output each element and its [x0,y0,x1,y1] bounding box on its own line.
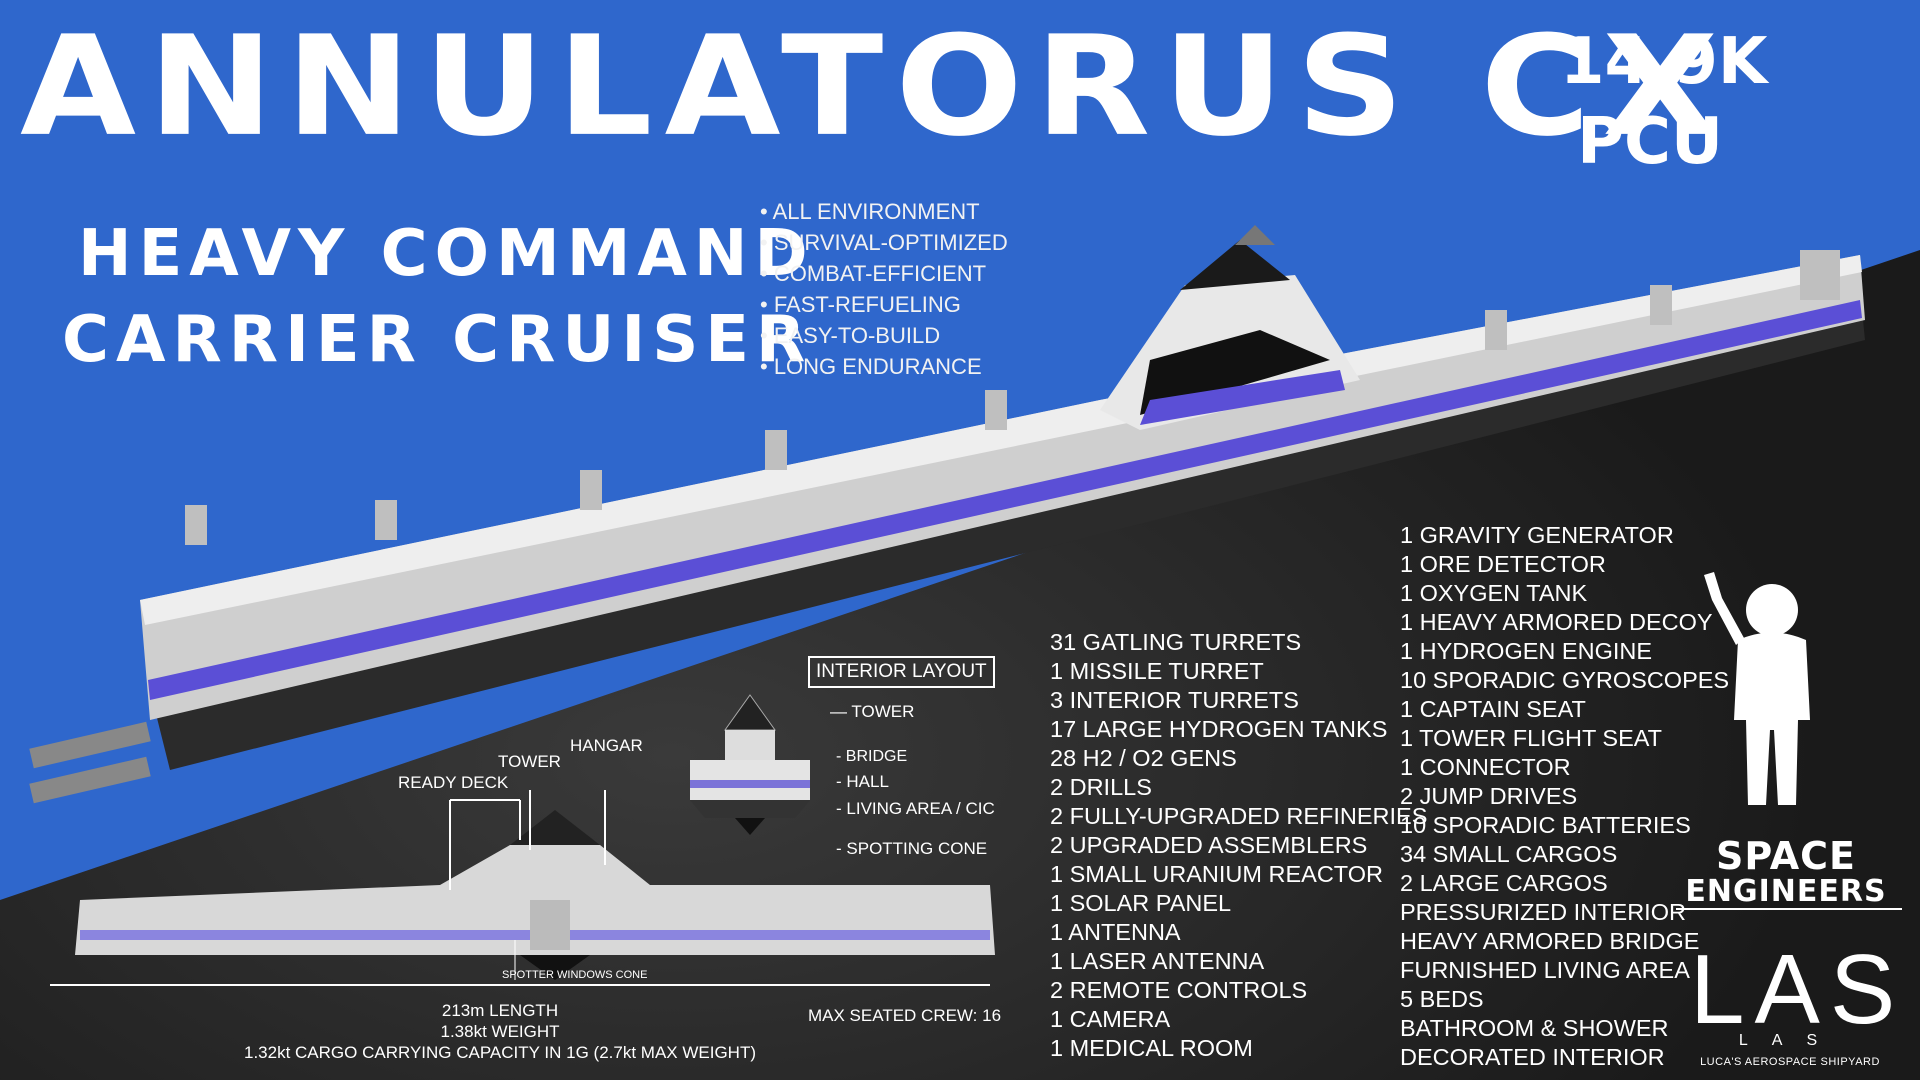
turret-group [185,250,1840,545]
astronaut-silhouette-icon [1704,572,1810,805]
subtitle-line1: HEAVY COMMAND [78,217,815,291]
feature-list: • ALL ENVIRONMENT • SURVIVAL-OPTIMIZED •… [760,196,1008,382]
component-item: 31 GATLING TURRETS [1050,629,1302,655]
label-spotting-cone: - SPOTTING CONE [836,839,988,858]
command-tower [1100,225,1360,430]
label-hall: - HALL [836,772,889,791]
component-item: 5 BEDS [1400,986,1484,1012]
label-living-area: - LIVING AREA / CIC [836,799,995,818]
subtitle-line2: CARRIER CRUISER [62,303,813,377]
side-view-diagram [50,790,995,986]
feature-item: • COMBAT-EFFICIENT [760,261,987,286]
component-item: 2 FULLY-UPGRADED REFINERIES [1050,803,1428,829]
component-item: HEAVY ARMORED BRIDGE [1400,928,1700,954]
component-item: 1 MISSILE TURRET [1050,658,1264,684]
component-item: 17 LARGE HYDROGEN TANKS [1050,716,1388,742]
label-tower-side: TOWER [498,752,561,771]
component-item: 1 ORE DETECTOR [1400,551,1606,577]
logo-divider [1676,908,1902,910]
stat-cargo: 1.32kt CARGO CARRYING CAPACITY IN 1G (2.… [244,1043,756,1062]
main-hull [29,255,1865,804]
component-item: 1 MEDICAL ROOM [1050,1035,1253,1061]
component-item: 2 JUMP DRIVES [1400,783,1578,809]
component-item: 1 CAPTAIN SEAT [1400,696,1586,722]
label-tower-interior: — TOWER [830,702,915,721]
component-item: 2 UPGRADED ASSEMBLERS [1050,832,1368,858]
feature-item: • LONG ENDURANCE [760,354,982,379]
feature-item: • SURVIVAL-OPTIMIZED [760,230,1008,255]
component-item: 1 CAMERA [1050,1006,1171,1032]
component-item: 34 SMALL CARGOS [1400,841,1618,867]
feature-item: • ALL ENVIRONMENT [760,199,980,224]
interior-layout-title: INTERIOR LAYOUT [808,656,995,688]
pcu-unit: PCU [1577,105,1723,179]
stat-length: 213m LENGTH [441,1001,559,1020]
main-title: ANNULATORUS CX [20,6,1731,168]
component-item: BATHROOM & SHOWER [1400,1015,1669,1041]
feature-item: • FAST-REFUELING [760,292,961,317]
feature-item: • EASY-TO-BUILD [760,323,941,348]
label-spotter-windows: SPOTTER WINDOWS CONE [502,969,648,981]
components-list-right: 1 GRAVITY GENERATOR 1 ORE DETECTOR 1 OXYGE… [1400,521,1729,1072]
component-item: 1 TOWER FLIGHT SEAT [1400,725,1663,751]
interior-diagram [690,694,810,835]
stats-block: 213m LENGTH 1.38kt WEIGHT 1.32kt CARGO C… [230,1000,770,1063]
component-item: 1 SMALL URANIUM REACTOR [1050,861,1383,887]
component-item: 1 HYDROGEN ENGINE [1400,638,1653,664]
component-item: 3 INTERIOR TURRETS [1050,687,1299,713]
component-item: DECORATED INTERIOR [1400,1044,1665,1070]
component-item: 2 REMOTE CONTROLS [1050,977,1308,1003]
component-item: PRESSURIZED INTERIOR [1400,899,1686,925]
component-item: 2 DRILLS [1050,774,1152,800]
component-item: 1 GRAVITY GENERATOR [1400,522,1674,548]
stat-weight: 1.38kt WEIGHT [440,1022,560,1041]
component-item: 10 SPORADIC GYROSCOPES [1400,667,1730,693]
label-ready-deck: READY DECK [398,773,509,792]
label-hangar: HANGAR [570,736,643,755]
component-item: 1 ANTENNA [1050,919,1181,945]
pcu-value: 14.9K [1560,25,1768,99]
components-list-left: 31 GATLING TURRETS 1 MISSILE TURRET 3 INTE… [1050,628,1427,1063]
component-item: 1 CONNECTOR [1400,754,1571,780]
component-item: 10 SPORADIC BATTERIES [1400,812,1691,838]
las-logo: LAS LAS LUCA'S AEROSPACE SHIPYARD [1690,934,1906,1068]
component-item: 2 LARGE CARGOS [1400,870,1608,896]
label-bridge: - BRIDGE [836,748,908,765]
component-item: 1 OXYGEN TANK [1400,580,1588,606]
component-item: 1 SOLAR PANEL [1050,890,1232,916]
component-item: 28 H2 / O2 GENS [1050,745,1237,771]
space-engineers-logo: SPACE ENGINEERS [1685,834,1887,909]
component-item: FURNISHED LIVING AREA [1400,957,1690,983]
component-item: 1 HEAVY ARMORED DECOY [1400,609,1713,635]
stat-crew: MAX SEATED CREW: 16 [808,1006,1002,1025]
component-item: 1 LASER ANTENNA [1050,948,1265,974]
